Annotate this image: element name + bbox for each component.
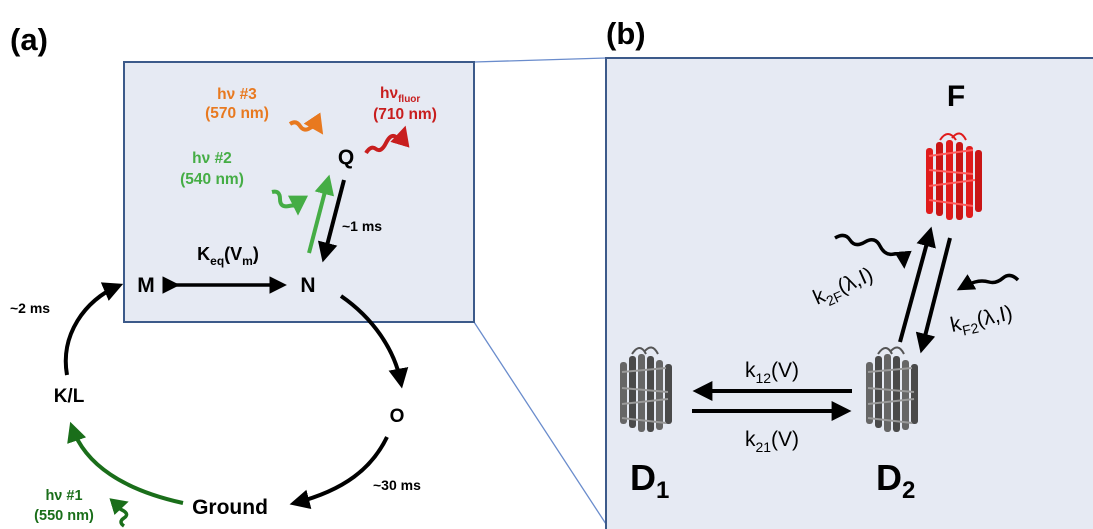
state-d1: D1: [630, 457, 669, 504]
fluor-photon-wave: [364, 125, 410, 155]
rate-k21: k21(V): [745, 428, 799, 455]
hv-fluor-wavelength: (710 nm): [373, 106, 437, 123]
zoom-line-top: [473, 57, 607, 63]
time-2ms: ~2 ms: [10, 300, 50, 316]
state-q: Q: [338, 146, 354, 169]
light-wave-excitation: [834, 233, 912, 269]
hv3-label: hν #3: [217, 86, 257, 103]
hv1-photon-wave: [109, 498, 129, 528]
state-kl: K/L: [54, 386, 85, 407]
kl-to-m-arrow: [63, 282, 124, 376]
n-to-o-arrow: [339, 294, 409, 389]
zoom-line-bottom: [473, 321, 607, 525]
keq-label: Keq(Vm): [197, 244, 259, 268]
hv3-wavelength: (570 nm): [205, 105, 269, 122]
hv3-photon-wave: [288, 112, 324, 135]
inset-box: [123, 61, 475, 323]
protein-f-red: [926, 132, 982, 220]
hv1-wavelength: (550 nm): [34, 508, 94, 524]
f-to-d2-arrow: [915, 237, 952, 354]
state-m: M: [137, 274, 155, 297]
zoom-panel-box: [605, 57, 1093, 529]
o-to-ground-arrow: [289, 436, 389, 510]
protein-d2-gray: [866, 346, 918, 432]
protein-d1-gray: [620, 346, 672, 432]
panel-b-label: (b): [606, 16, 646, 51]
state-o: O: [390, 406, 405, 427]
time-30ms: ~30 ms: [373, 477, 421, 493]
hv2-photon-wave: [271, 189, 308, 216]
n-to-q-arrow: [307, 174, 335, 254]
time-1ms: ~1 ms: [342, 218, 382, 234]
light-wave-return: [956, 273, 1020, 291]
state-f: F: [947, 80, 965, 113]
state-ground: Ground: [192, 496, 268, 519]
hv2-label: hν #2: [192, 150, 232, 167]
state-n: N: [300, 274, 315, 297]
panel-a-label: (a): [10, 22, 48, 57]
hv2-wavelength: (540 nm): [180, 171, 244, 188]
hv-fluor-label: hνfluor: [380, 85, 420, 105]
rate-k12: k12(V): [745, 359, 799, 386]
q-to-n-arrow: [317, 179, 346, 263]
hv1-label: hν #1: [45, 488, 82, 504]
ground-to-kl-arrow: [67, 421, 184, 505]
state-d2: D2: [876, 457, 915, 504]
d2-to-f-arrow: [898, 226, 936, 343]
